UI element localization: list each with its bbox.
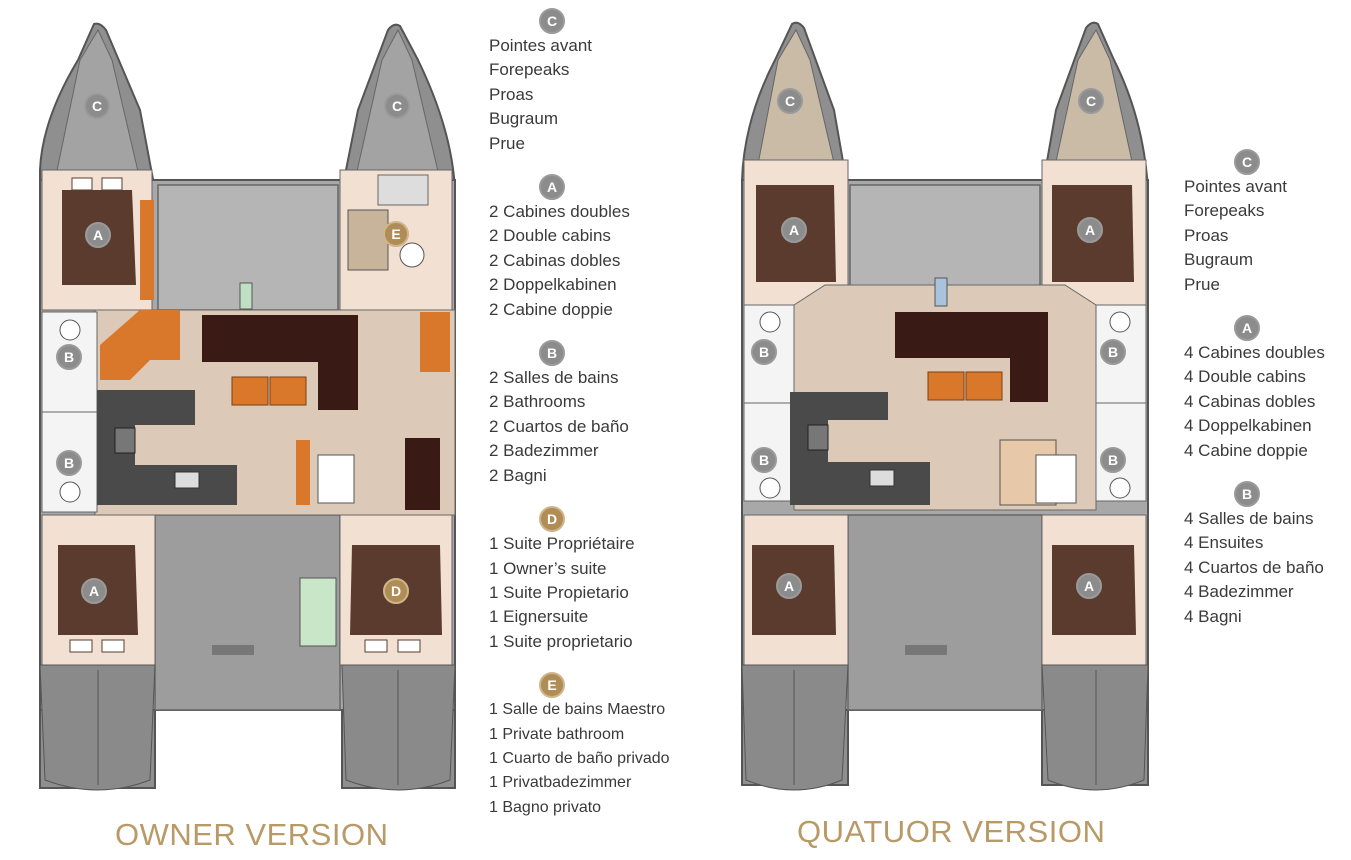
owner-marker-a-aft: A [81, 578, 107, 604]
legend-badge-a: A [539, 174, 565, 201]
quatuor-legend-a: A 4 Cabines doubles 4 Double cabins 4 Ca… [1184, 315, 1349, 463]
legend-text: 4 Cabine doppie [1184, 440, 1308, 460]
legend-text: 1 Owner’s suite [489, 558, 607, 578]
owner-marker-c-right: C [384, 93, 410, 119]
legend-text: 4 Doppelkabinen [1184, 416, 1312, 436]
owner-legend-a: A 2 Cabines doubles 2 Double cabins 2 Ca… [489, 174, 699, 322]
legend-text: 4 Ensuites [1184, 533, 1264, 553]
quatuor-legend-c: C Pointes avant Forepeaks Proas Bugraum … [1184, 149, 1349, 297]
legend-text: 1 Suite Propriétaire [489, 534, 635, 554]
legend-text: 1 Salle de bains Maestro [489, 701, 666, 719]
legend-badge-b: B [1234, 481, 1260, 508]
legend-text: 2 Bathrooms [489, 392, 586, 412]
owner-deck-plan [39, 22, 456, 791]
quatuor-marker-b-top-right: B [1100, 339, 1126, 365]
legend-text: 4 Salles de bains [1184, 509, 1314, 529]
owner-marker-c-left: C [84, 93, 110, 119]
legend-text: 2 Cuartos de baño [489, 416, 629, 436]
legend-badge-b: B [539, 340, 565, 367]
legend-text: Proas [489, 84, 534, 104]
legend-text: 1 Suite proprietario [489, 631, 633, 651]
legend-badge-c: C [1234, 149, 1260, 175]
legend-badge-d: D [539, 506, 565, 533]
legend-text: 4 Double cabins [1184, 367, 1306, 387]
owner-marker-b-bottom: B [56, 450, 82, 476]
legend-badge-a: A [1234, 315, 1260, 342]
quatuor-marker-a-fwd-right: A [1077, 217, 1103, 243]
owner-legend-c: C Pointes avant Forepeaks Proas Bugraum … [489, 8, 699, 156]
quatuor-marker-a-fwd-left: A [781, 217, 807, 243]
quatuor-marker-b-bottom-right: B [1100, 447, 1126, 473]
legend-text: 1 Private bathroom [489, 725, 625, 743]
legend-text: Forepeaks [489, 60, 570, 80]
quatuor-marker-c-right: C [1078, 88, 1104, 114]
legend-text: Prue [489, 133, 525, 153]
legend-text: Pointes avant [1184, 177, 1288, 196]
quatuor-marker-a-aft-right: A [1076, 573, 1102, 599]
owner-marker-e: E [383, 221, 409, 247]
owner-version-title: OWNER VERSION [115, 817, 389, 852]
legend-text: 2 Cabines doubles [489, 202, 630, 222]
legend-text: 4 Cabinas dobles [1184, 391, 1316, 411]
legend-text: 2 Cabinas dobles [489, 250, 621, 270]
quatuor-marker-b-top-left: B [751, 339, 777, 365]
legend-text: 2 Salles de bains [489, 368, 619, 388]
legend-text: Prue [1184, 274, 1220, 294]
owner-legend-d: D 1 Suite Propriétaire 1 Owner’s suite 1… [489, 506, 699, 654]
legend-badge-e: E [539, 672, 565, 699]
legend-text: 2 Badezimmer [489, 441, 599, 461]
quatuor-version-title: QUATUOR VERSION [797, 814, 1106, 849]
legend-text: 2 Bagni [489, 465, 547, 485]
legend-text: 2 Double cabins [489, 226, 611, 246]
legend-text: 1 Suite Propietario [489, 582, 629, 602]
legend-text: 4 Bagni [1184, 606, 1242, 626]
owner-marker-a-fwd: A [85, 222, 111, 248]
legend-text: 2 Doppelkabinen [489, 275, 617, 295]
legend-badge-c: C [539, 8, 565, 34]
legend-text: Proas [1184, 225, 1229, 245]
owner-marker-d: D [383, 578, 409, 604]
quatuor-marker-a-aft-left: A [776, 573, 802, 599]
legend-text: 4 Badezimmer [1184, 582, 1294, 602]
legend-text: 1 Bagno privato [489, 798, 602, 816]
legend-text: 1 Privatbadezimmer [489, 774, 632, 792]
legend-text: 4 Cuartos de baño [1184, 557, 1324, 577]
legend-text: 1 Cuarto de baño privado [489, 749, 670, 767]
owner-legend-e: E 1 Salle de bains Maestro 1 Private bat… [489, 672, 699, 820]
quatuor-legend: C Pointes avant Forepeaks Proas Bugraum … [1184, 149, 1349, 629]
legend-text: Forepeaks [1184, 201, 1265, 221]
owner-legend-b: B 2 Salles de bains 2 Bathrooms 2 Cuarto… [489, 340, 699, 488]
legend-text: Bugraum [489, 109, 558, 129]
quatuor-marker-c-left: C [777, 88, 803, 114]
legend-text: 2 Cabine doppie [489, 299, 613, 319]
legend-text: 1 Eignersuite [489, 607, 589, 627]
legend-text: Pointes avant [489, 36, 593, 55]
owner-marker-b-top: B [56, 344, 82, 370]
quatuor-marker-b-bottom-left: B [751, 447, 777, 473]
legend-text: Bugraum [1184, 250, 1253, 270]
owner-legend: C Pointes avant Forepeaks Proas Bugraum … [489, 8, 699, 820]
legend-text: 4 Cabines doubles [1184, 343, 1325, 363]
quatuor-deck-plan [741, 21, 1149, 791]
quatuor-legend-b: B 4 Salles de bains 4 Ensuites 4 Cuartos… [1184, 481, 1349, 629]
